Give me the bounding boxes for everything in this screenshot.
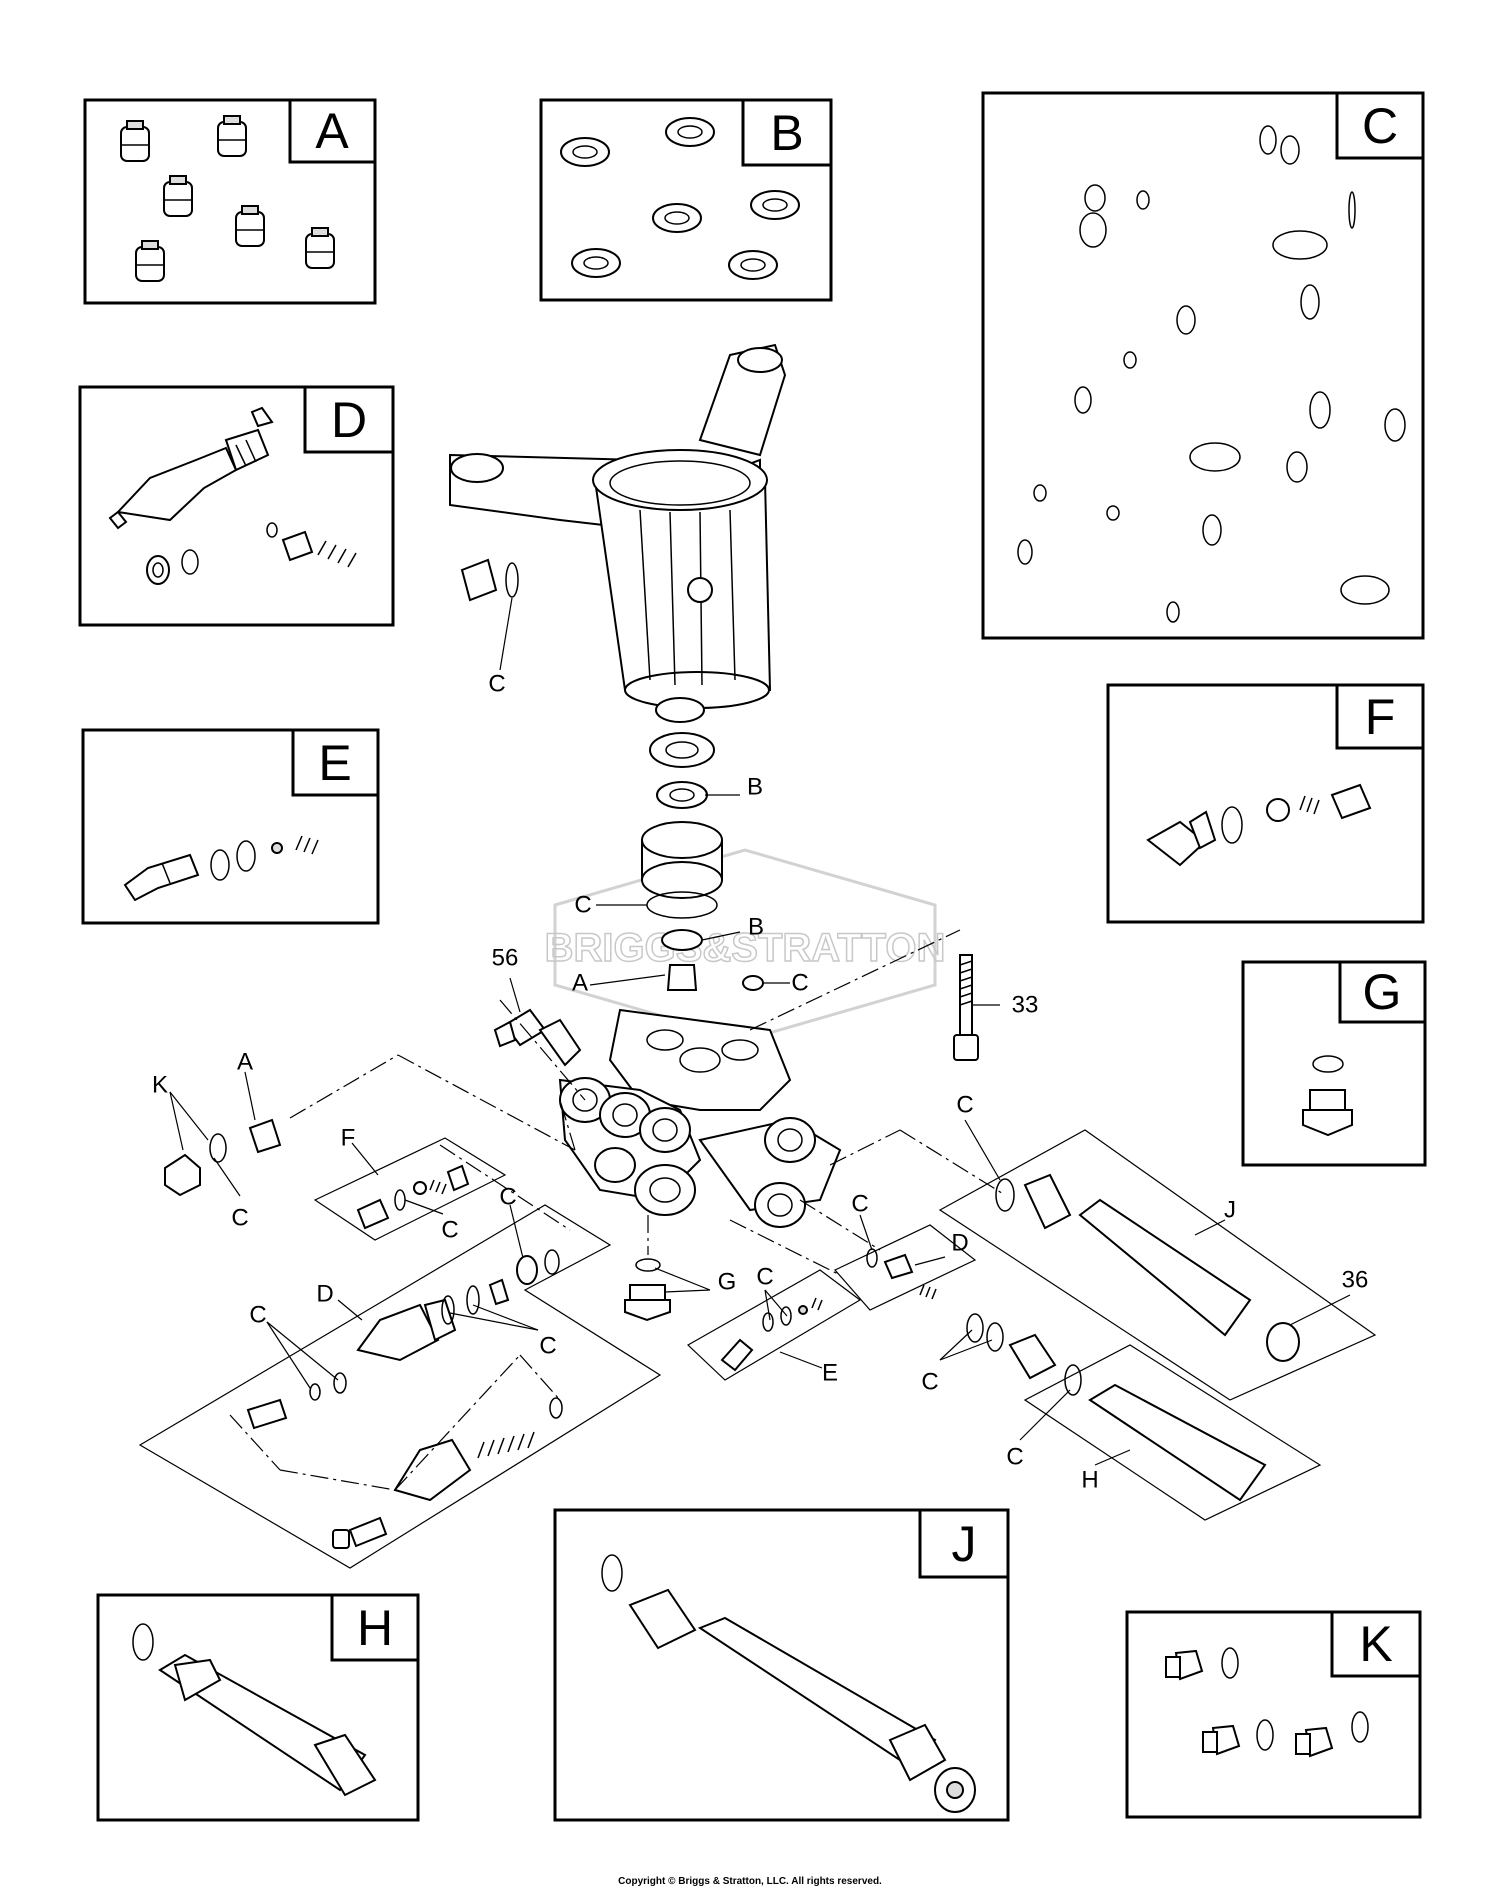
kit-box-c[interactable]: C <box>981 91 1425 640</box>
seal-stack <box>641 697 764 991</box>
copyright-notice: Copyright © Briggs & Stratton, LLC. All … <box>618 1876 882 1887</box>
kit-box-j[interactable]: J <box>553 1508 1010 1822</box>
callout-56: 56 <box>492 945 519 972</box>
callout-f: F <box>341 1125 356 1152</box>
kit-box-f[interactable]: F <box>1106 683 1425 924</box>
callout-c-plug: C <box>488 671 505 698</box>
pump-manifold <box>558 1008 842 1228</box>
callout-a-left: A <box>237 1049 253 1076</box>
kit-label-g: G <box>1363 964 1402 1020</box>
callout-c-f: C <box>441 1217 458 1244</box>
kit-box-b[interactable]: B <box>539 98 833 302</box>
kit-label-c: C <box>1362 98 1398 154</box>
callout-c-d1: C <box>249 1302 266 1329</box>
kit-box-h[interactable]: H <box>96 1593 420 1822</box>
d-small-group-parts <box>866 1248 937 1300</box>
plug-k-parts <box>164 1118 282 1197</box>
kit-label-j: J <box>952 1516 977 1572</box>
kit-label-f: F <box>1365 689 1396 745</box>
plug-icon <box>1302 1055 1353 1137</box>
callout-g: G <box>718 1269 737 1296</box>
callout-b-upper: B <box>747 774 763 801</box>
inlet-tube-icon <box>132 1623 377 1797</box>
callout-a-valve: A <box>572 970 588 997</box>
kit-box-e[interactable]: E <box>81 728 380 925</box>
plug-set-icon <box>1165 1647 1369 1758</box>
callout-labels: C B C B A C 56 33 K A C F C C D C C G C … <box>152 671 1368 1494</box>
callout-h: H <box>1081 1467 1098 1494</box>
callout-k: K <box>152 1072 168 1099</box>
plug-kit-icon <box>1146 783 1372 867</box>
brand-watermark: BRIGGS&STRATTON <box>544 848 946 1042</box>
seal-icon <box>560 117 800 280</box>
kit-box-a[interactable]: A <box>83 98 377 305</box>
callout-d-small: D <box>951 1230 968 1257</box>
pump-housing <box>449 343 787 709</box>
watermark-text: BRIGGS&STRATTON <box>545 926 946 970</box>
callout-c-j: C <box>956 1092 973 1119</box>
assembly-lines <box>229 929 1006 1491</box>
callout-c-cap: C <box>791 970 808 997</box>
check-valve-icon <box>123 835 319 902</box>
callout-d: D <box>316 1281 333 1308</box>
callout-33: 33 <box>1012 992 1039 1019</box>
callout-c-ring: C <box>574 892 591 919</box>
kit-label-b: B <box>770 105 803 161</box>
bolt <box>953 954 979 1061</box>
kit-box-k[interactable]: K <box>1125 1610 1422 1819</box>
e-group-parts <box>720 1297 823 1372</box>
callout-c-small: C <box>851 1191 868 1218</box>
valve-icon <box>120 115 335 282</box>
callout-c-top: C <box>499 1184 516 1211</box>
outlet-tube-icon <box>601 1554 976 1813</box>
f-group-parts <box>356 1164 470 1230</box>
callout-c-e: C <box>756 1264 773 1291</box>
elbow-fitting <box>493 1008 582 1067</box>
callout-b-lower: B <box>748 914 764 941</box>
callout-j: J <box>1224 1197 1236 1224</box>
o-ring-icon <box>1017 125 1406 623</box>
kit-label-k: K <box>1359 1616 1392 1672</box>
callout-e: E <box>822 1360 838 1387</box>
group-outlines <box>138 1129 1377 1569</box>
kit-label-d: D <box>331 392 367 448</box>
callout-36: 36 <box>1342 1267 1369 1294</box>
callout-c-left: C <box>231 1205 248 1232</box>
right-group-parts <box>966 1173 1300 1502</box>
callout-c-h1: C <box>921 1369 938 1396</box>
leader-lines <box>169 597 1351 1466</box>
g-group-parts <box>624 1258 671 1322</box>
unloader-valve-icon <box>108 406 357 585</box>
kit-label-h: H <box>357 1600 393 1656</box>
kit-label-a: A <box>315 103 349 159</box>
kit-label-e: E <box>318 735 351 791</box>
kit-box-d[interactable]: D <box>78 385 395 627</box>
kit-box-g[interactable]: G <box>1241 960 1427 1167</box>
d-group-parts <box>246 1249 563 1549</box>
callout-c-d2: C <box>539 1333 556 1360</box>
callout-c-h2: C <box>1006 1444 1023 1471</box>
